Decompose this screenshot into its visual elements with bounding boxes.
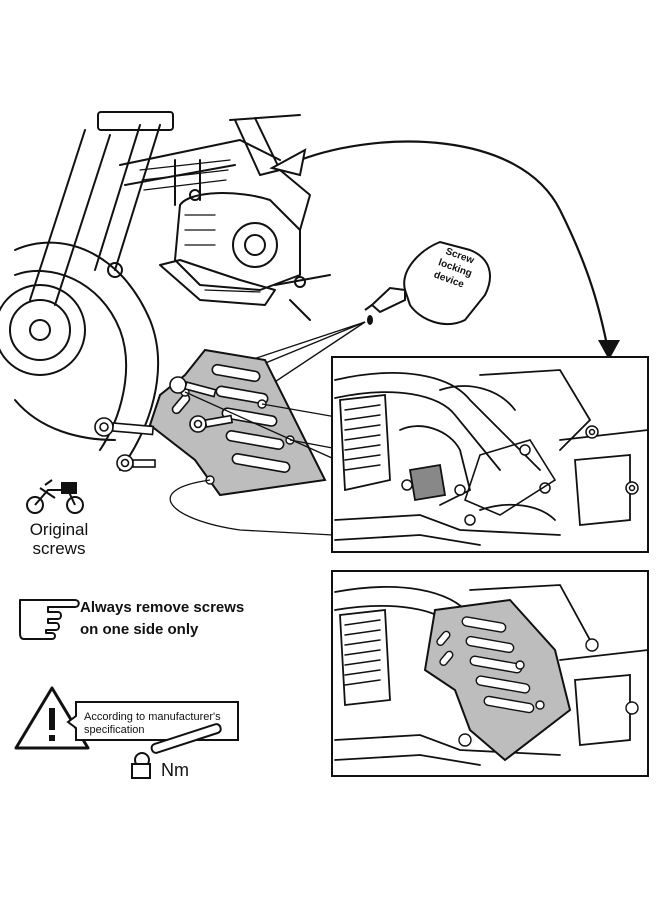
original-screws-line2: screws bbox=[32, 539, 86, 558]
arrow-head-icon bbox=[269, 148, 307, 177]
torque-spec-line1: According to manufacturer's bbox=[84, 711, 221, 723]
torque-spec-label: According to manufacturer's specificatio… bbox=[84, 711, 221, 737]
curved-arrow bbox=[299, 140, 610, 351]
original-screws-line1: Original bbox=[29, 520, 89, 539]
pointing-hand-icon bbox=[19, 599, 80, 640]
motorcycle-icon bbox=[26, 479, 84, 514]
instruction-label: Always remove screws on one side only bbox=[80, 597, 244, 641]
instruction-line1: Always remove screws bbox=[80, 599, 245, 616]
detail-frame-top bbox=[331, 356, 649, 553]
torque-spec-line2: specification bbox=[84, 724, 145, 736]
detail-frame-bottom bbox=[331, 570, 649, 777]
original-screws-label: Original screws bbox=[14, 520, 104, 558]
torque-unit-label: Nm bbox=[161, 760, 189, 780]
torque-wrench-icon bbox=[131, 723, 222, 779]
warning-icon bbox=[14, 686, 90, 750]
instruction-line2: on one side only bbox=[80, 621, 199, 638]
screw-icon bbox=[94, 376, 234, 472]
arrow-head-down-icon bbox=[598, 340, 620, 360]
guard-plate-slots bbox=[171, 363, 291, 473]
motorcycle-sketch bbox=[0, 111, 331, 471]
screw-locking-bottle-icon bbox=[364, 240, 491, 325]
drop-icon bbox=[367, 315, 373, 325]
